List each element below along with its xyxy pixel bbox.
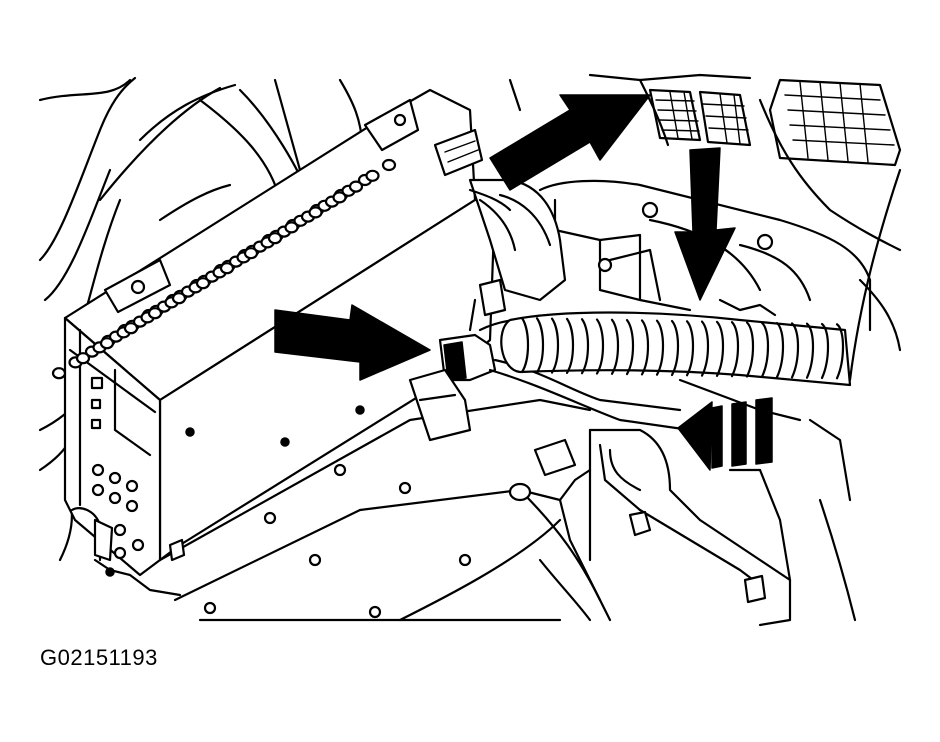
harness-rib [565,317,575,374]
harness-rib [670,319,680,377]
harness-rib [535,317,545,374]
dashed-arrow-to-harness [677,397,773,471]
harness-rib [775,322,785,379]
harness-rib [715,320,725,377]
harness-rib [520,316,530,374]
harness-rib [580,318,590,375]
harness-rib [700,320,710,377]
vent-hole [147,307,163,320]
harness-rib [805,322,815,379]
dash-opening [538,179,902,352]
harness-rib [730,321,740,378]
vent-hole [75,352,91,365]
harness-rib [745,321,755,378]
vent-hole [332,191,347,204]
harness-rib [595,318,605,375]
harness-ribs [520,316,845,380]
arrow-to-rear-connector [489,94,651,191]
radio-vent-holes [51,158,397,380]
vent-hole [51,367,67,380]
wiring-harness-conduit [500,311,852,387]
vent-hole [381,158,397,172]
side-connector [408,278,692,442]
harness-rib [640,319,650,376]
vent-hole [219,262,235,275]
harness-rib [655,319,665,376]
harness-rib [835,323,845,380]
radio-tray [158,398,612,622]
vent-hole [243,247,259,260]
harness-rib [550,317,560,374]
harness-rib [820,322,830,380]
harness-rib [790,322,800,379]
harness-rib [610,318,620,375]
harness-rib [625,319,635,376]
vent-hole [195,277,211,290]
dashboard-vents [508,73,902,382]
vent-hole [267,232,283,245]
vent-hole [365,169,380,182]
vent-hole [171,292,187,305]
vent-hole [99,337,115,350]
harness-rib [685,320,695,377]
rear-connector [433,128,567,302]
vent-hole [284,221,299,234]
vent-hole [348,180,364,193]
arrow-to-harness-from-top [674,147,736,301]
vent-hole [308,206,323,219]
callout-arrows [274,94,773,471]
vent-hole [123,322,139,335]
figure-caption: G02151193 [40,645,158,670]
arrow-to-side-connector [274,304,431,381]
harness-rib [760,321,770,378]
